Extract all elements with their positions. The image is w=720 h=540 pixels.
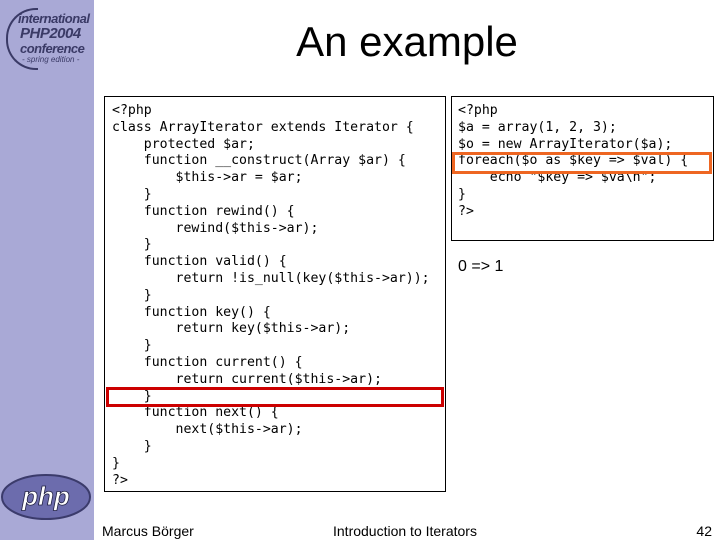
left-code-line: class ArrayIterator extends Iterator { — [112, 119, 414, 135]
left-code-line: $this->ar = $ar; — [112, 170, 303, 186]
left-code-line: } — [112, 287, 152, 303]
left-code-line: } — [112, 338, 152, 354]
left-code-line: } — [112, 388, 152, 404]
footer-page-number: 42 — [696, 523, 712, 539]
slide-title: An example — [296, 18, 518, 65]
left-code-line: ?> — [112, 472, 128, 488]
right-code-line: $a = array(1, 2, 3); — [458, 119, 617, 135]
left-code-line: function current() { — [112, 354, 303, 370]
left-code-line: return current($this->ar); — [112, 371, 382, 387]
output-result: 0 => 1 — [458, 258, 504, 275]
left-code-line: function rewind() { — [112, 203, 295, 219]
right-code-box: <?php$a = array(1, 2, 3);$o = new ArrayI… — [451, 96, 714, 241]
conference-logo-line1: international — [18, 11, 90, 26]
conference-logo: international PHP2004 conference - sprin… — [2, 8, 94, 70]
right-code-line: ?> — [458, 203, 474, 219]
right-code-line: <?php — [458, 103, 498, 118]
left-code-line: } — [112, 438, 152, 454]
php-logo-text: php — [21, 481, 70, 511]
conference-logo-line2: PHP2004 — [20, 25, 81, 42]
right-code-line: foreach($o as $key => $val) { — [458, 153, 689, 169]
foreach-highlight — [452, 152, 712, 174]
left-code-line: } — [112, 455, 120, 471]
conference-logo-line4: - spring edition - — [22, 55, 80, 64]
right-code-line: } — [458, 186, 466, 202]
left-code-line: protected $ar; — [112, 136, 255, 152]
php-logo: php — [0, 472, 92, 522]
left-code-line: } — [112, 186, 152, 202]
footer-author: Marcus Börger — [102, 523, 194, 539]
left-code-line: } — [112, 237, 152, 253]
left-code-line: function next() { — [112, 405, 279, 421]
conference-logo-line3: conference — [20, 41, 85, 56]
php-logo-ellipse — [1, 474, 91, 520]
left-code-line: rewind($this->ar); — [112, 220, 319, 236]
right-code-line: $o = new ArrayIterator($a); — [458, 136, 673, 152]
php-logo-graphic: php — [1, 474, 91, 520]
left-code-line: next($this->ar); — [112, 422, 303, 438]
footer-title: Introduction to Iterators — [333, 523, 477, 539]
valid-function-highlight — [106, 387, 444, 407]
left-code-line: function key() { — [112, 304, 271, 320]
sidebar: international PHP2004 conference - sprin… — [0, 0, 94, 540]
left-code-line: <?php — [112, 103, 152, 118]
left-code-line: return !is_null(key($this->ar)); — [112, 270, 430, 286]
left-code-line: function valid() { — [112, 254, 287, 270]
left-code-line: function __construct(Array $ar) { — [112, 153, 406, 169]
left-code-line: return key($this->ar); — [112, 321, 351, 337]
